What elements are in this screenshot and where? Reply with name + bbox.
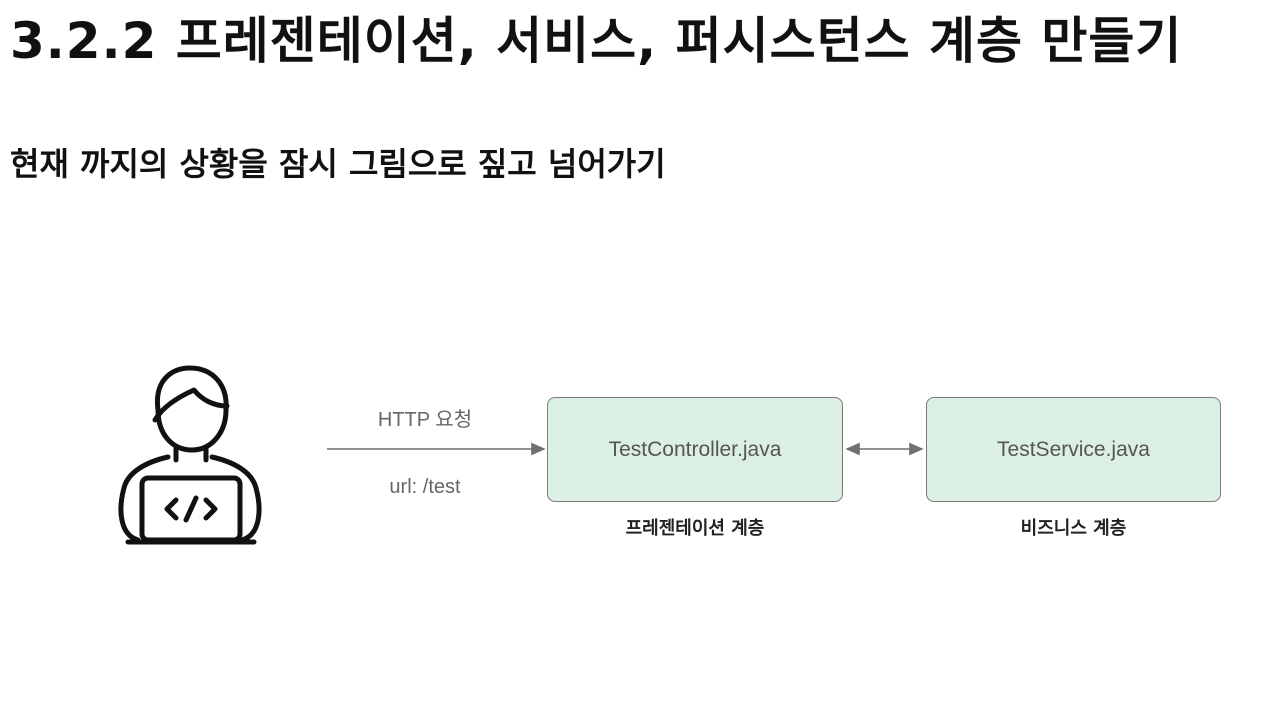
slide-title: 3.2.2 프레젠테이션, 서비스, 퍼시스턴스 계층 만들기 — [10, 12, 1183, 70]
presentation-layer-label: 프레젠테이션 계층 — [625, 518, 765, 539]
http-request-label: HTTP 요청 — [377, 409, 473, 431]
slide-subtitle: 현재 까지의 상황을 잠시 그림으로 짚고 넘어가기 — [10, 145, 666, 183]
test-service-box: TestService.java — [926, 397, 1221, 502]
url-label: url: /test — [389, 476, 461, 498]
developer-laptop-icon — [118, 365, 262, 545]
test-controller-box: TestController.java — [547, 397, 843, 502]
business-layer-label: 비즈니스 계층 — [1020, 518, 1127, 539]
